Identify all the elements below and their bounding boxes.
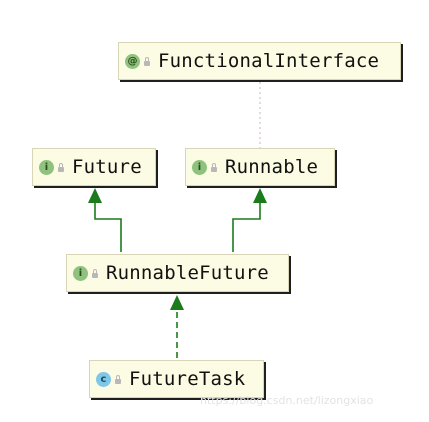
node-functional-interface[interactable]: @ FunctionalInterface [118, 42, 401, 80]
extends-arrowhead-runnable [253, 188, 267, 203]
extends-edge-runnable [232, 200, 261, 252]
node-future[interactable]: i Future [32, 148, 156, 186]
implements-arrowhead [170, 295, 184, 310]
interface-icon: i [39, 159, 54, 175]
lock-icon [58, 163, 64, 172]
interface-icon: i [73, 265, 88, 281]
extends-arrowhead-future [88, 188, 102, 203]
interface-icon: i [192, 159, 207, 175]
lock-icon [211, 163, 217, 172]
node-runnable[interactable]: i Runnable [185, 148, 335, 186]
node-label: Future [72, 156, 142, 178]
lock-icon [115, 375, 121, 384]
node-runnable-future[interactable]: i RunnableFuture [66, 254, 289, 292]
lock-icon [92, 269, 98, 278]
node-future-task[interactable]: c FutureTask [89, 360, 264, 398]
node-label: FunctionalInterface [158, 50, 380, 72]
annotation-icon: @ [125, 53, 140, 69]
node-label: RunnableFuture [106, 262, 269, 284]
class-icon: c [96, 371, 111, 387]
watermark: https://blog.csdn.net/lizongxiao [200, 394, 374, 407]
node-label: FutureTask [129, 368, 246, 390]
lock-icon [144, 57, 150, 66]
node-label: Runnable [225, 156, 319, 178]
extends-edge-future [94, 200, 122, 252]
